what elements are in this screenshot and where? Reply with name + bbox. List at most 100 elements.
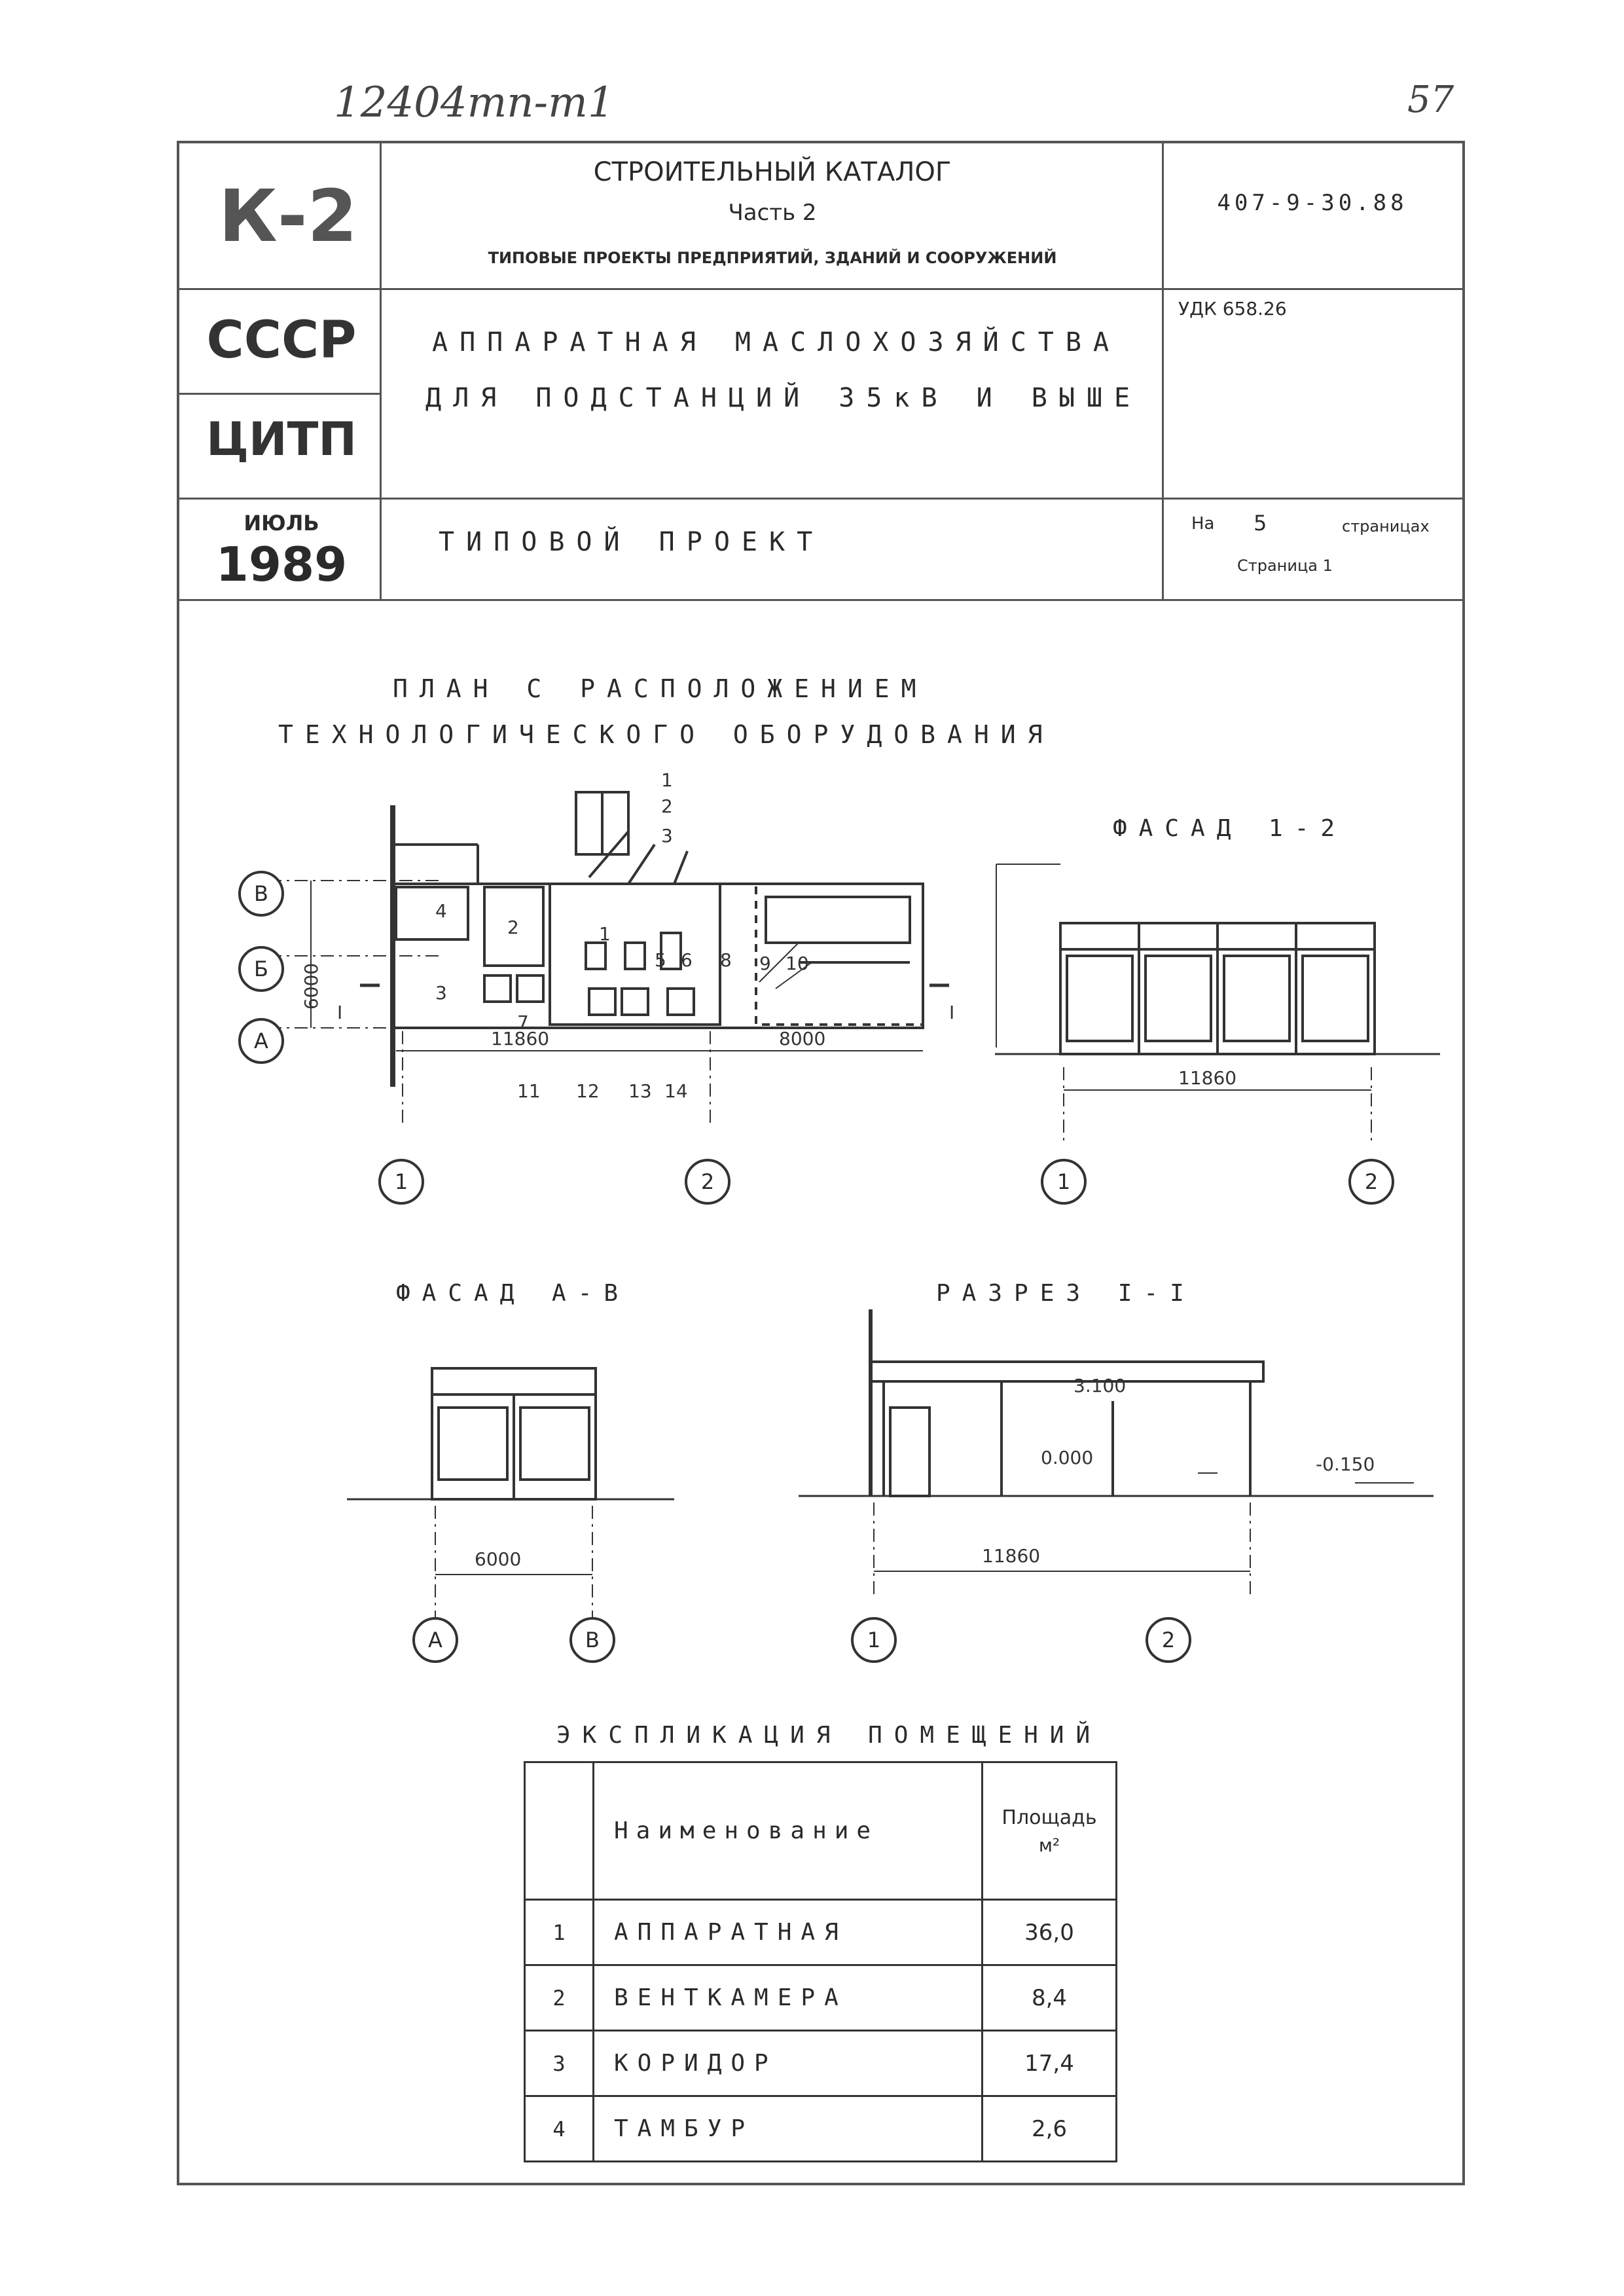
row-name: ВЕНТКАМЕРА — [592, 1964, 983, 2032]
handwritten-code: 12404тп-т1 — [334, 79, 615, 127]
page-frame — [177, 141, 1465, 2185]
header-divider-1 — [177, 288, 1462, 290]
row-name: КОРИДОР — [592, 2030, 983, 2097]
equip-label-6: 6 — [681, 949, 693, 971]
row-area: 36,0 — [981, 1899, 1117, 1966]
header-col-left — [380, 141, 382, 599]
section-axis-1: 1 — [851, 1617, 897, 1663]
explication-row: 2 ВЕНТКАМЕРА 8,4 — [524, 1964, 1117, 2032]
section-dim: 11860 — [982, 1545, 1041, 1567]
explication-area-header: Площадь — [1001, 1806, 1097, 1829]
explication-row: 3 КОРИДОР 17,4 — [524, 2030, 1117, 2097]
header-divider-2 — [177, 498, 1462, 500]
equip-label-1: 1 — [661, 769, 673, 791]
facade12-dim: 11860 — [1178, 1067, 1237, 1089]
section-title: РАЗРЕЗ I-I — [936, 1280, 1196, 1307]
explication-name-header: Наименование — [614, 1817, 879, 1844]
equip-label-9: 9 — [759, 953, 771, 974]
project-name-line1: АППАРАТНАЯ МАСЛОХОЗЯЙСТВА — [432, 327, 1121, 357]
plan-title-line1: ПЛАН С РАСПОЛОЖЕНИЕМ — [393, 674, 928, 703]
row-name: ТАМБУР — [592, 2095, 983, 2162]
explication-col-area: Площадь м² — [981, 1761, 1117, 1901]
dim-8000-plan: 8000 — [779, 1028, 826, 1049]
row-area: 17,4 — [981, 2030, 1117, 2097]
section-mark-top: 3.100 — [1074, 1375, 1127, 1396]
issue-year: 1989 — [215, 537, 348, 592]
facade12-axis-2: 2 — [1348, 1159, 1394, 1205]
facadeAV-dim: 6000 — [475, 1548, 522, 1570]
page-number: 57 — [1407, 79, 1454, 121]
explication-row: 1 АППАРАТНАЯ 36,0 — [524, 1899, 1117, 1966]
room-label-2: 2 — [507, 917, 519, 938]
row-area: 2,6 — [981, 2095, 1117, 2162]
explication-header-row: Наименование Площадь м² — [524, 1761, 1117, 1901]
explication-title: ЭКСПЛИКАЦИЯ ПОМЕЩЕНИЙ — [556, 1722, 1102, 1749]
equip-label-7: 7 — [517, 1011, 529, 1033]
facade12-drawing — [995, 864, 1440, 1146]
explication-col-num — [524, 1761, 594, 1901]
equip-label-2: 2 — [661, 795, 673, 817]
row-num: 3 — [524, 2030, 594, 2097]
explication-row: 4 ТАМБУР 2,6 — [524, 2095, 1117, 2162]
explication-col-name: Наименование — [592, 1761, 983, 1901]
axis-marker-2: 2 — [685, 1159, 731, 1205]
catalog-part: Часть 2 — [728, 200, 817, 226]
pages-count: 5 — [1254, 511, 1267, 536]
explication-table: Наименование Площадь м² 1 АППАРАТНАЯ 36,… — [524, 1761, 1117, 2162]
section-axis-2: 2 — [1146, 1617, 1191, 1663]
floor-plan-drawing — [268, 791, 949, 1123]
section-mark-right: I — [949, 1002, 955, 1023]
section-drawing — [799, 1309, 1434, 1597]
header-col-right — [1162, 141, 1164, 599]
facadeAV-title: ФАСАД А-В — [396, 1280, 630, 1307]
equip-label-8: 8 — [720, 949, 732, 971]
axis-marker-a: А — [238, 1018, 284, 1064]
facadeAV-axis-a: А — [412, 1617, 458, 1663]
section-mark-floor: 0.000 — [1041, 1447, 1094, 1468]
country-mark: СССР — [206, 311, 357, 370]
org-mark: ЦИТП — [206, 412, 357, 466]
row-num: 4 — [524, 2095, 594, 2162]
axis-marker-b: Б — [238, 946, 284, 992]
udk-code: УДК 658.26 — [1178, 298, 1287, 319]
header-divider-left — [177, 393, 380, 395]
plan-title-line2: ТЕХНОЛОГИЧЕСКОГО ОБОРУДОВАНИЯ — [278, 720, 1055, 749]
issue-month: ИЮЛЬ — [244, 511, 319, 536]
facade12-title: ФАСАД 1-2 — [1113, 815, 1347, 842]
row-name: АППАРАТНАЯ — [592, 1899, 983, 1966]
dim-11860-plan: 11860 — [491, 1028, 550, 1049]
axis-marker-v: В — [238, 871, 284, 917]
page-label: Страница 1 — [1237, 556, 1333, 575]
catalog-logo: К-2 — [218, 174, 358, 258]
axis-marker-1: 1 — [378, 1159, 424, 1205]
section-mark-left: I — [337, 1002, 343, 1023]
project-name-line2: ДЛЯ ПОДСТАНЦИЙ 35кВ И ВЫШЕ — [425, 383, 1142, 413]
room-label-3: 3 — [435, 982, 447, 1004]
row-area: 8,4 — [981, 1964, 1117, 2032]
equip-label-13: 13 — [628, 1080, 652, 1102]
project-type: ТИПОВОЙ ПРОЕКТ — [439, 527, 825, 557]
pages-word: страницах — [1342, 517, 1430, 536]
explication-area-unit: м² — [1038, 1834, 1060, 1856]
section-mark-ground: -0.150 — [1316, 1453, 1375, 1475]
equip-label-3: 3 — [661, 825, 673, 847]
equip-label-14: 14 — [664, 1080, 688, 1102]
doc-code: 407-9-30.88 — [1217, 190, 1408, 216]
facadeAV-axis-v: В — [569, 1617, 615, 1663]
facade12-axis-1: 1 — [1041, 1159, 1087, 1205]
row-num: 1 — [524, 1899, 594, 1966]
room-label-4: 4 — [435, 900, 447, 922]
catalog-title: СТРОИТЕЛЬНЫЙ КАТАЛОГ — [593, 157, 952, 187]
room-label-1: 1 — [599, 923, 611, 945]
pages-label: На — [1191, 514, 1215, 534]
equip-label-12: 12 — [576, 1080, 600, 1102]
catalog-subtitle: ТИПОВЫЕ ПРОЕКТЫ ПРЕДПРИЯТИЙ, ЗДАНИЙ И СО… — [488, 249, 1057, 267]
header-divider-3 — [177, 599, 1462, 601]
row-num: 2 — [524, 1964, 594, 2032]
equip-label-10: 10 — [785, 953, 809, 974]
equip-label-11: 11 — [517, 1080, 541, 1102]
equip-label-5: 5 — [655, 949, 666, 971]
dim-6000-plan: 6000 — [300, 962, 323, 1010]
facadeAV-drawing — [347, 1367, 674, 1617]
